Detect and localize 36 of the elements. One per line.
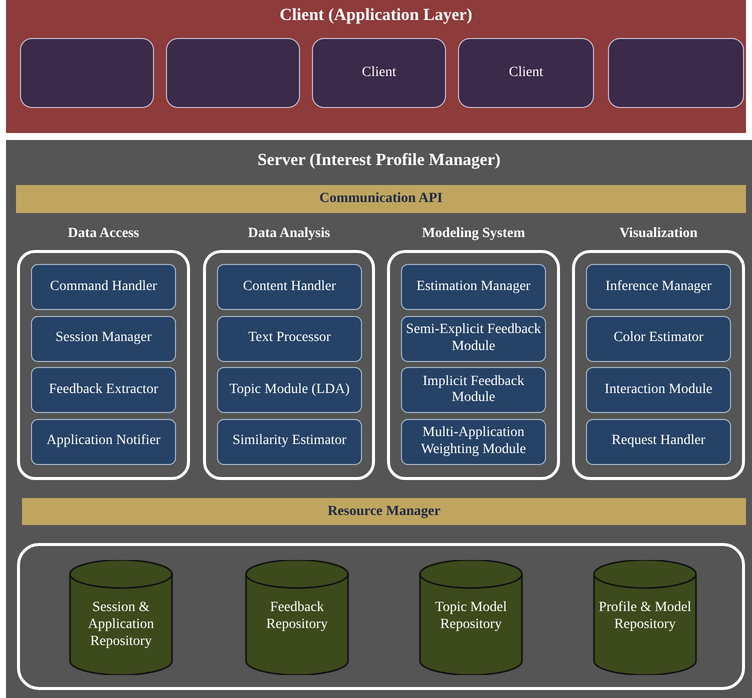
application-box xyxy=(608,38,744,108)
repository-label: Feedback Repository xyxy=(265,600,329,634)
module-box: Feedback Extractor xyxy=(31,367,176,413)
application-box xyxy=(20,38,154,108)
module-box: Semi-Explicit Feedback Module xyxy=(401,316,546,362)
module-box: Content Handler xyxy=(217,264,362,310)
module-box: Implicit Feedback Module xyxy=(401,367,546,413)
module-box: Session Manager xyxy=(31,316,176,362)
group-heading: Visualization xyxy=(618,226,699,242)
repository-label: Profile & Model Repository xyxy=(598,600,692,634)
layer-title: Client (Application Layer) xyxy=(278,5,474,25)
module-box: Multi-Application Weighting Module xyxy=(401,418,546,464)
group-heading: Data Analysis xyxy=(246,226,332,242)
api-bar: Communication API xyxy=(16,185,746,213)
application-box xyxy=(166,38,300,108)
repository-container xyxy=(17,543,745,690)
repository-label: Session & Application Repository xyxy=(86,600,156,650)
module-box: Request Handler xyxy=(586,418,731,464)
client-layer-band xyxy=(6,0,746,133)
module-box: Topic Module (LDA) xyxy=(217,367,362,413)
module-box: Interaction Module xyxy=(586,367,731,413)
module-box: Text Processor xyxy=(217,316,362,362)
application-box: Client xyxy=(458,38,594,108)
api-bar: Resource Manager xyxy=(22,498,746,525)
layer-title: Server (Interest Profile Manager) xyxy=(256,150,502,170)
repository-label: Topic Model Repository xyxy=(434,600,508,634)
module-box: Color Estimator xyxy=(586,316,731,362)
module-box: Estimation Manager xyxy=(401,264,546,310)
module-box: Application Notifier xyxy=(31,418,176,464)
server-panel xyxy=(6,140,752,698)
group-heading: Data Access xyxy=(66,226,140,242)
module-box: Similarity Estimator xyxy=(217,418,362,464)
module-box: Command Handler xyxy=(31,264,176,310)
application-box: Client xyxy=(312,38,446,108)
module-box: Inference Manager xyxy=(586,264,731,310)
group-heading: Modeling System xyxy=(420,226,526,242)
